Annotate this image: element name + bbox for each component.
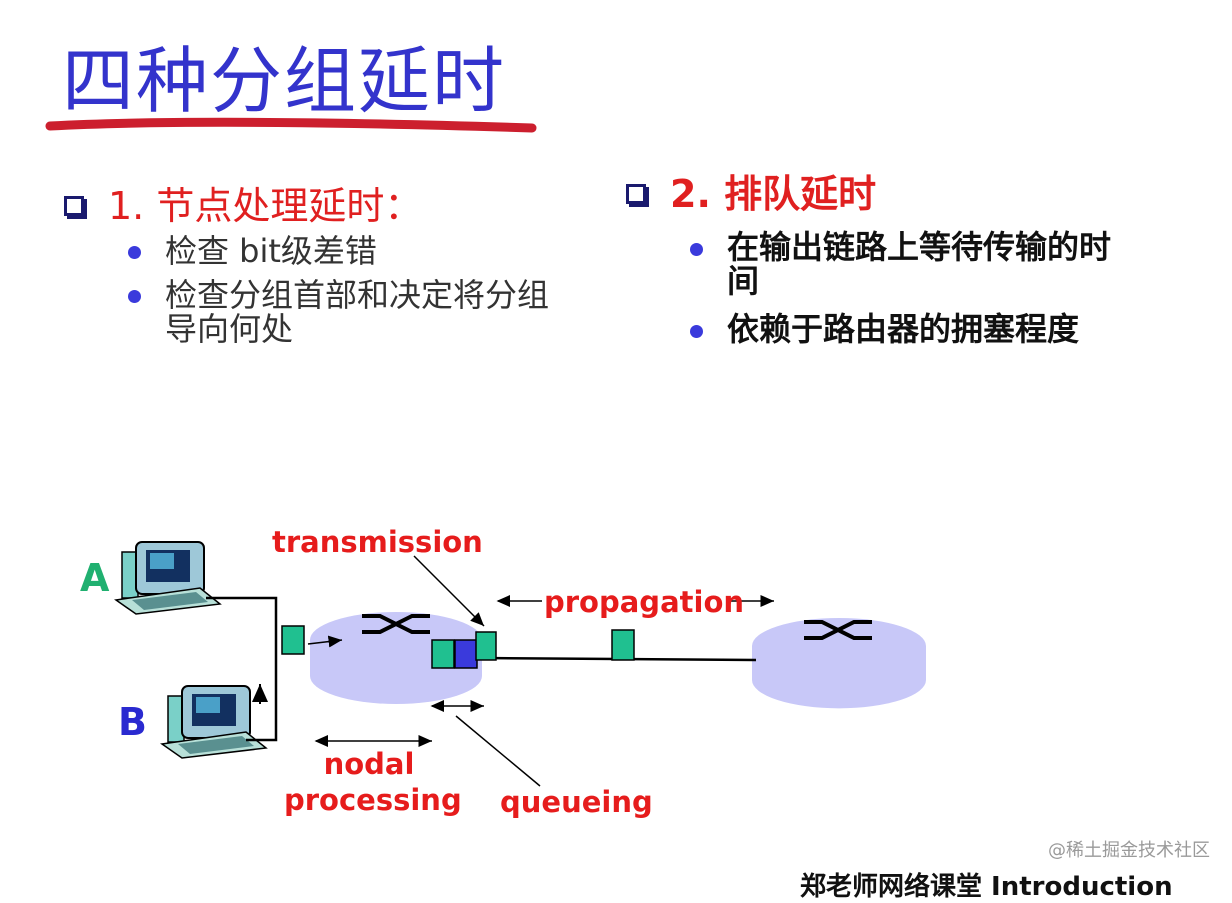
checkbox-square-icon	[64, 196, 84, 216]
processing-label: processing	[284, 783, 462, 817]
host-b-label: B	[118, 700, 147, 744]
router-2-icon	[752, 618, 926, 709]
bullet-dot-icon	[128, 246, 141, 259]
left-heading: 1. 节点处理延时：	[108, 184, 423, 228]
bullet-dot-icon	[690, 243, 703, 256]
right-heading-row: 2. 排队延时	[626, 172, 1186, 216]
list-item: 在输出链路上等待传输的时间	[690, 230, 1130, 298]
delay-diagram	[114, 541, 926, 787]
title-underline	[45, 117, 537, 133]
footer-text: 郑老师网络课堂 Introduction	[800, 872, 1173, 902]
host-a-label: A	[80, 556, 110, 600]
packet-incoming	[281, 625, 305, 655]
left-column: 1. 节点处理延时： 检查 bit级差错 检查分组首部和决定将分组导向何处	[64, 184, 624, 346]
right-item-2: 依赖于路由器的拥塞程度	[727, 310, 1080, 348]
propagation-label: propagation	[544, 585, 745, 619]
right-heading: 2. 排队延时	[670, 172, 877, 216]
list-item: 检查分组首部和决定将分组导向何处	[128, 278, 568, 346]
left-heading-row: 1. 节点处理延时：	[64, 184, 624, 228]
page-title: 四种分组延时	[62, 39, 507, 123]
nodal-label: nodal	[323, 747, 415, 781]
watermark: @稀土掘金技术社区	[1048, 840, 1210, 861]
list-item: 依赖于路由器的拥塞程度	[690, 312, 1150, 346]
packet-queued-1	[431, 639, 455, 669]
right-item-1: 在输出链路上等待传输的时间	[727, 228, 1112, 300]
list-item: 检查 bit级差错	[128, 234, 548, 268]
bullet-dot-icon	[128, 290, 141, 303]
computer-a-icon	[114, 541, 222, 615]
link-a	[206, 596, 278, 742]
queueing-label: queueing	[500, 785, 653, 819]
computer-b-icon	[160, 685, 268, 759]
left-item-1: 检查 bit级差错	[165, 232, 377, 270]
bullet-dot-icon	[690, 325, 703, 338]
transmission-label: transmission	[272, 525, 483, 559]
right-column: 2. 排队延时 在输出链路上等待传输的时间 依赖于路由器的拥塞程度	[626, 172, 1186, 346]
packet-transmitting	[475, 631, 497, 661]
left-item-2: 检查分组首部和决定将分组导向何处	[165, 276, 550, 348]
nodal-processing-label: nodal processing	[284, 746, 462, 818]
packet-queued-2	[454, 639, 478, 669]
checkbox-square-icon	[626, 184, 646, 204]
packet-propagating	[611, 629, 635, 661]
